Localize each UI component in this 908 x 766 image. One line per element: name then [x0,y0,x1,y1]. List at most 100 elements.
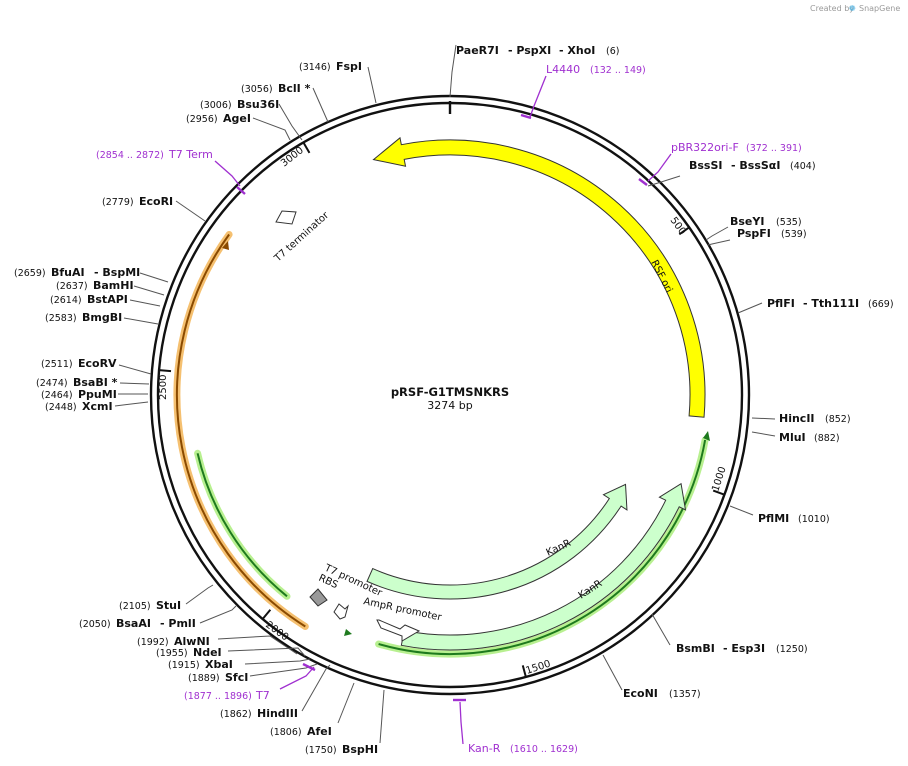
pbr322ori-primer-mark [638,178,648,186]
site-name: BspHI [342,743,378,756]
t7-primer-mark [302,662,316,672]
site-position: (1357) [669,689,701,700]
site-position: (2105) [119,601,151,612]
site-name: AfeI [307,725,332,738]
primer-marks [236,113,648,702]
site-position: (3146) [299,62,331,73]
site-position: (404) [790,161,816,172]
site-alwni: (1992) AlwNI [137,635,210,648]
site-bamhi: (2637) BamHI [56,279,134,292]
site-position: (2511) [41,359,73,370]
site-name: PaeR7I [456,44,499,57]
primer-name: Kan-R [468,742,501,755]
primer-kan-r: Kan-R (1610 .. 1629) [468,742,578,755]
primer-pbr322ori: pBR322ori-F (372 .. 391) [671,141,802,154]
site-position: (3056) [241,84,273,95]
feature-label-ampr-promoter: AmpR promoter [362,596,443,623]
site-position: (535) [776,217,802,228]
orf-arcs [173,231,709,658]
site-position: (2474) [36,378,68,389]
site-stui: (2105) StuI [119,599,181,612]
site-name: BclI * [278,82,311,95]
feature-kanr-outer [400,482,687,651]
site-position: (852) [825,414,851,425]
snapgene-logo-icon: ❁ [849,4,856,13]
site-name: EcoNI [623,687,658,700]
site-name: BmgBI [82,311,122,324]
site-leader-lines [114,44,776,744]
site-name: SfcI [225,671,248,684]
primer-range: (132 .. 149) [590,65,646,76]
plasmid-name: pRSF-G1TMSNKRS [391,385,509,399]
site-bsmbi: BsmBI - Esp3I (1250) [676,642,808,655]
site-bsu36i: (3006) Bsu36I [200,98,279,111]
tick-label-2500: 2500 [158,375,169,400]
feature-kanr-inner [366,483,628,600]
site-position: (2956) [186,114,218,125]
tick-mark [302,141,311,154]
site-bmgbi: (2583) BmgBI [45,311,122,324]
feature-t7-terminator-arrow [275,210,297,225]
site-xbai: (1915) XbaI [168,658,233,671]
site-name: PflMI [758,512,789,525]
primer-l4440: L4440 (132 .. 149) [546,63,646,76]
site-position: (1862) [220,709,252,720]
site-name: BfuAI [51,266,85,279]
site-pflmi: PflMI (1010) [758,512,830,525]
site-position: (1750) [305,745,337,756]
site-name: MluI [779,431,806,444]
l4440-primer-mark [520,113,532,120]
primer-name: pBR322ori-F [671,141,739,154]
site-ndei: (1955) NdeI [156,646,222,659]
site-ecorv: (2511) EcoRV [41,357,117,370]
site-name: - Esp3I [723,642,765,655]
site-ecori: (2779) EcoRI [102,195,173,208]
site-name: - BspMI [94,266,140,279]
feature-rbs-box [309,588,328,607]
orf-orange-arrowhead [222,241,229,250]
tick-mark [261,609,272,620]
site-name: FspI [336,60,362,73]
site-position: (2614) [50,295,82,306]
site-position: (1250) [776,644,808,655]
site-name: BssSI [689,159,723,172]
feature-rsf-ori [372,136,706,418]
feature-ampr-promoter-arrow [376,619,421,642]
t7term-primer-mark [236,186,246,195]
site-pflfi: PflFI - Tth111I (669) [767,297,894,310]
primer-leader-lines [214,75,672,745]
site-name: NdeI [193,646,222,659]
primer-name: T7 [255,689,270,702]
site-name: BamHI [93,279,134,292]
site-name: - PspXI [508,44,551,57]
site-name: - Tth111I [803,297,859,310]
tick-mark [678,226,690,236]
site-agei: (2956) AgeI [186,112,251,125]
primer-name: L4440 [546,63,580,76]
orf-green-right-arc [378,439,707,655]
site-position: (2448) [45,402,77,413]
site-name: EcoRI [139,195,173,208]
site-name: HincII [779,412,815,425]
primer-t7-term: (2854 .. 2872) T7 Term [96,148,213,161]
site-position: (1010) [798,514,830,525]
site-econi: EcoNI (1357) [623,687,701,700]
tick-mark [712,489,725,496]
site-position: (2583) [45,313,77,324]
site-bsabi: (2474) BsaBI * [36,376,118,389]
site-position: (1955) [156,648,188,659]
site-name: - XhoI [559,44,595,57]
site-position: (669) [868,299,894,310]
site-name: PpuMI [78,388,117,401]
primer-range: (2854 .. 2872) [96,150,164,161]
primer-t7: (1877 .. 1896) T7 [184,689,270,702]
site-paer7i: PaeR7I - PspXI - XhoI (6) [456,44,619,57]
site-pspfi: PspFI (539) [737,227,807,240]
site-name: BseYI [730,215,764,228]
site-name: HindIII [257,707,298,720]
orf-green-right-arrowhead [703,431,710,441]
site-name: AlwNI [174,635,210,648]
site-position: (1915) [168,660,200,671]
site-position: (2659) [14,268,46,279]
